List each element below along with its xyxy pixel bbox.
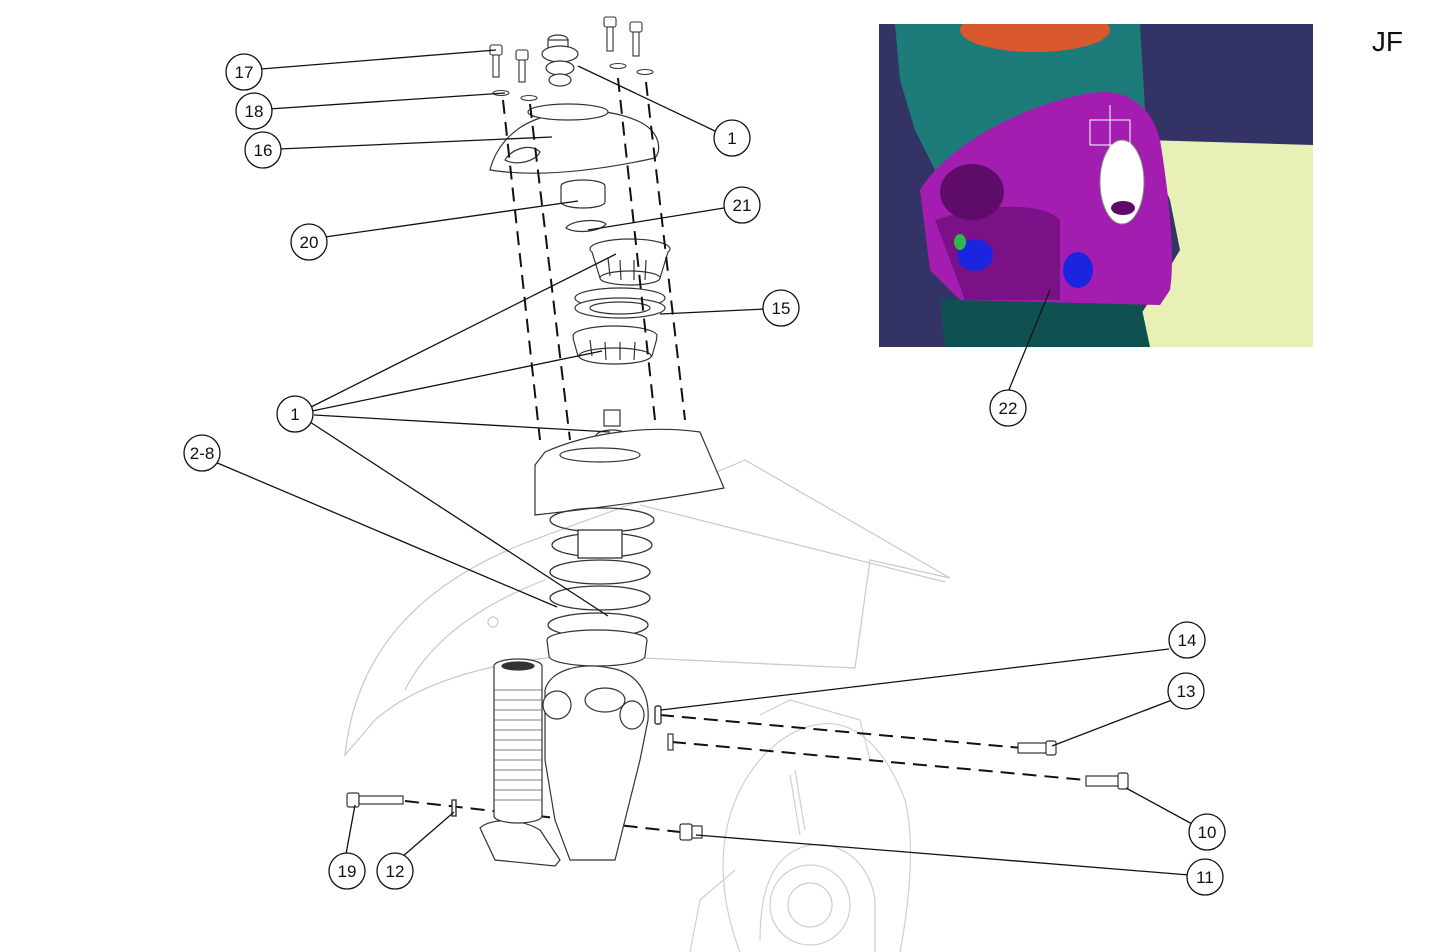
- spring-seat-15: [574, 287, 666, 319]
- callout-group: 17 18 16 1 20 21 15 1 2-8 22 14 13 10 11 19 12: [183, 53, 1226, 896]
- spring-top-mount: [534, 428, 725, 516]
- spring-perch: [546, 629, 648, 667]
- coil-spring: [547, 507, 655, 638]
- inset-seal: [960, 24, 1110, 52]
- callout-19: 19: [328, 852, 366, 890]
- bolt-10: [1085, 772, 1129, 790]
- callout-label: 10: [1198, 823, 1217, 842]
- washer-12: [451, 799, 457, 817]
- callout-20: 20: [290, 223, 328, 261]
- callout-label: 22: [999, 399, 1018, 418]
- inset-bore: [940, 164, 1004, 220]
- inset-strut: [895, 24, 1145, 180]
- inset-bracket: [1120, 140, 1313, 347]
- callout-15: 15: [762, 289, 800, 327]
- inset-strut-lower: [940, 300, 1150, 347]
- bushing-20: [560, 179, 606, 209]
- callout-label: 1: [727, 129, 736, 148]
- bolt-13: [1017, 740, 1057, 756]
- callout-21: 21: [723, 186, 761, 224]
- callout-1: 1: [276, 395, 314, 433]
- callout-label: 17: [235, 63, 254, 82]
- callout-label: 11: [1196, 868, 1214, 887]
- pin-small: [667, 733, 674, 751]
- bearing-lower: [572, 325, 658, 365]
- callout-label: 18: [245, 102, 264, 121]
- callout-label: 16: [254, 141, 273, 160]
- corner-label: JF: [1371, 26, 1403, 57]
- callout-22: 22: [989, 389, 1027, 427]
- inset-housing-shadow: [935, 206, 1060, 300]
- top-cap-1: [541, 34, 579, 87]
- callout-label: 2-8: [190, 444, 215, 463]
- callout-label: 12: [386, 862, 405, 881]
- callout-12: 12: [376, 852, 414, 890]
- callout-1: 1: [713, 119, 751, 157]
- inset-bolt-green: [954, 234, 966, 250]
- callout-label: 13: [1177, 682, 1196, 701]
- clip-21: [565, 219, 607, 233]
- callout-13: 13: [1167, 672, 1205, 710]
- washer-14: [654, 705, 662, 725]
- damper-body: [479, 665, 649, 867]
- callout-label: 20: [300, 233, 319, 252]
- inset-white-pin: [1099, 139, 1145, 225]
- inset-bolt-blue: [957, 239, 993, 271]
- callout-14: 14: [1168, 621, 1206, 659]
- callout-label: 14: [1178, 631, 1197, 650]
- inset-bolt-blue: [1063, 252, 1093, 288]
- knuckle-outline: [689, 699, 912, 952]
- bolt-11: [679, 823, 703, 841]
- callout-label: 21: [733, 196, 752, 215]
- callout-label: 19: [338, 862, 357, 881]
- inset-render: [879, 24, 1313, 347]
- callout-label: 1: [290, 405, 299, 424]
- callout-10: 10: [1188, 813, 1226, 851]
- bolt-19: [346, 792, 404, 808]
- callout-18: 18: [235, 92, 273, 130]
- leader-lines: [214, 49, 1195, 876]
- callout-2-8: 2-8: [183, 434, 221, 472]
- bearing-upper: [589, 238, 671, 286]
- callout-label: 15: [772, 299, 791, 318]
- callout-11: 11: [1186, 858, 1224, 896]
- callout-16: 16: [244, 131, 282, 169]
- reservoir: [493, 658, 543, 824]
- callout-17: 17: [225, 53, 263, 91]
